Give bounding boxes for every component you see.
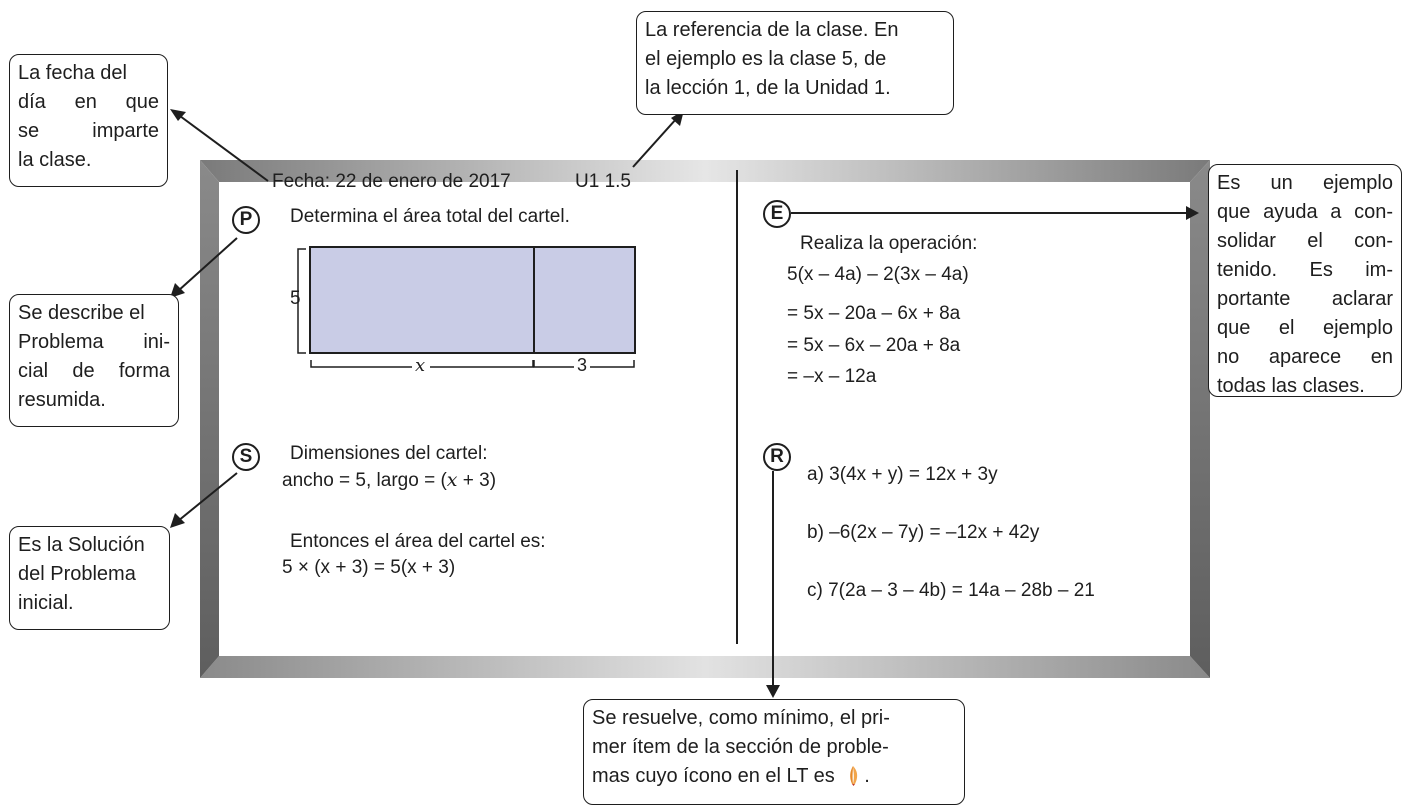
- solution-line-1: Dimensiones del cartel:: [290, 443, 488, 464]
- annotation-resuelve-line: Se resuelve, como mínimo, el pri-: [592, 707, 890, 729]
- annotation-ejemplo-line: que ayuda a con-: [1217, 201, 1393, 223]
- annotation-fecha-line: La fecha del: [18, 62, 127, 84]
- annotation-ejemplo-line: solidar el con-: [1217, 230, 1393, 252]
- board-ref: U1 1.5: [575, 171, 631, 192]
- dim-3-left: [533, 360, 574, 368]
- solution-line-4: 5 × (x + 3) = 5(x + 3): [282, 557, 456, 578]
- dim-height-label: 5: [290, 288, 301, 309]
- solution-line-2: ancho = 5, largo = (x + 3): [282, 469, 496, 492]
- annotation-solucion-line: Es la Solución: [18, 534, 145, 556]
- annotation-fecha: La fecha del día en que se imparte la cl…: [9, 54, 168, 187]
- frame-top: [200, 160, 1210, 182]
- annotation-referencia-line: La referencia de la clase. En: [645, 19, 899, 41]
- frame-left: [200, 160, 219, 678]
- arrow-referencia: [632, 117, 678, 168]
- annotation-ejemplo-line: tenido. Es im-: [1217, 259, 1393, 281]
- board-date: Fecha: 22 de enero de 2017: [272, 171, 511, 192]
- annotation-resuelve-last-line: mas cuyo ícono en el LT es .: [592, 762, 956, 791]
- annotation-problema-line: Se describe el: [18, 302, 145, 324]
- annotation-resuelve-line: mer ítem de la sección de proble-: [592, 736, 889, 758]
- solution-line-2-a: ancho = 5, largo = (: [282, 470, 447, 491]
- annotation-problema-line: cial de forma: [18, 360, 170, 382]
- problem-icon: P: [232, 206, 260, 234]
- annotation-ejemplo-line: portante aclarar: [1217, 288, 1393, 310]
- frame-right: [1190, 160, 1210, 678]
- dim-x-right: [430, 360, 534, 368]
- example-line: 5(x – 4a) – 2(3x – 4a): [787, 264, 969, 285]
- example-line: = –x – 12a: [787, 366, 877, 387]
- example-line: = 5x – 20a – 6x + 8a: [787, 303, 961, 324]
- problem-statement: Determina el área total del cartel.: [290, 206, 570, 227]
- solution-icon: S: [232, 443, 260, 471]
- annotation-fecha-line: día en que: [18, 91, 159, 113]
- annotation-problema: Se describe el Problema ini- cial de for…: [9, 294, 179, 427]
- annotation-solucion-line: inicial.: [18, 592, 74, 614]
- dim-x-left: [310, 360, 412, 368]
- cartel-rect-b: [533, 246, 636, 354]
- annotation-fecha-line: la clase.: [18, 149, 92, 171]
- arrow-problema: [177, 237, 238, 292]
- exercise-item: c) 7(2a – 3 – 4b) = 14a – 28b – 21: [807, 580, 1095, 601]
- annotation-ejemplo-line: no aparece en: [1217, 346, 1393, 368]
- annotation-ejemplo-line: que el ejemplo: [1217, 317, 1393, 339]
- solution-line-2-x: x: [446, 469, 458, 491]
- dim-height-bracket: [297, 248, 306, 354]
- solution-line-3: Entonces el área del cartel es:: [290, 531, 546, 552]
- annotation-referencia-line: el ejemplo es la clase 5, de: [645, 48, 887, 70]
- cartel-rect-a: [309, 246, 535, 354]
- annotation-referencia: La referencia de la clase. En el ejemplo…: [636, 11, 954, 115]
- dim-3-right: [590, 360, 635, 368]
- arrow-solucion: [177, 472, 238, 522]
- annotation-fecha-line: se imparte: [18, 120, 159, 142]
- dim-x-label: x: [415, 355, 426, 376]
- exercise-item: a) 3(4x + y) = 12x + 3y: [807, 464, 998, 485]
- exercise-item: b) –6(2x – 7y) = –12x + 42y: [807, 522, 1040, 543]
- dim-3-label: 3: [577, 355, 588, 375]
- annotation-solucion: Es la Solución del Problema inicial.: [9, 526, 170, 630]
- annotation-ejemplo: Es un ejemplo que ayuda a con- solidar e…: [1208, 164, 1402, 397]
- pencil-icon: [850, 766, 858, 786]
- example-line: Realiza la operación:: [800, 233, 978, 254]
- example-icon: E: [763, 200, 791, 228]
- exercises-icon: R: [763, 443, 791, 471]
- annotation-ejemplo-line: Es un ejemplo: [1217, 172, 1393, 194]
- annotation-problema-line: Problema ini-: [18, 331, 170, 353]
- example-line: = 5x – 6x – 20a + 8a: [787, 335, 961, 356]
- annotation-referencia-line: la lección 1, de la Unidad 1.: [645, 77, 891, 99]
- annotation-ejemplo-line: todas las clases.: [1217, 375, 1365, 397]
- annotation-resuelve-line: mas cuyo ícono en el LT es: [592, 765, 835, 787]
- arrow-fecha: [179, 115, 269, 182]
- annotation-problema-line: resumida.: [18, 389, 106, 411]
- solution-line-2-b: + 3): [457, 470, 497, 491]
- annotation-resuelve: Se resuelve, como mínimo, el pri- mer ít…: [583, 699, 965, 805]
- frame-bottom: [200, 656, 1210, 678]
- annotation-resuelve-period: .: [864, 765, 870, 787]
- annotation-solucion-line: del Problema: [18, 563, 136, 585]
